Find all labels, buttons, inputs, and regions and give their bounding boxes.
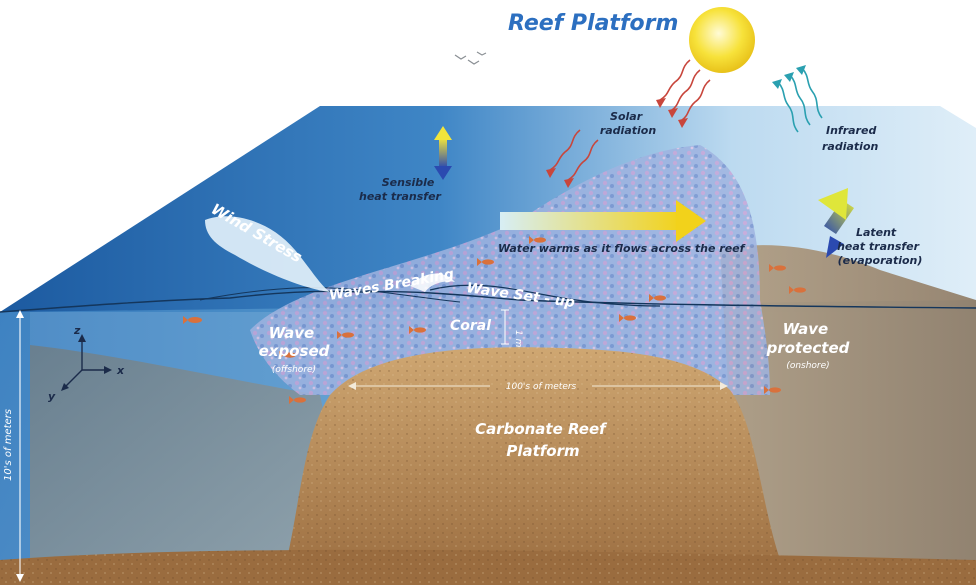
solar-radiation-arrowheads <box>546 98 688 188</box>
sensible-heat-line2: heat transfer <box>359 190 442 203</box>
carbonate-platform-label: Carbonate Reef Platform <box>475 420 611 460</box>
infrared-radiation-line2: radiation <box>822 140 879 153</box>
latent-heat-line3: (evaporation) <box>838 254 923 267</box>
wave-protected-label: Wave protected <box>766 320 850 357</box>
infrared-radiation-arrowheads <box>772 65 806 89</box>
axis-triad <box>61 334 112 391</box>
coral-label: Coral <box>450 318 491 334</box>
carbonate-platform-line1: Carbonate Reef <box>475 420 608 438</box>
width-dimension <box>348 382 728 390</box>
wave-exposed-line2: exposed <box>259 342 330 360</box>
solar-radiation-line1: Solar <box>610 110 643 123</box>
sensible-heat-line1: Sensible <box>382 176 435 189</box>
breaking-wave <box>205 216 330 292</box>
sun-icon <box>689 7 755 73</box>
solar-radiation-label: Solar radiation <box>600 110 657 137</box>
reef-slope-offshore <box>30 345 360 585</box>
latent-heat-line2: heat transfer <box>837 240 920 253</box>
wave-setup-line <box>429 284 661 307</box>
latent-heat-arrow <box>818 188 854 258</box>
reef-slope-onshore <box>720 245 976 585</box>
wave-protected-line2: protected <box>766 339 850 357</box>
infrared-radiation-line1: Infrared <box>826 124 876 137</box>
sensible-heat-arrow <box>434 126 452 180</box>
birds-icon <box>454 51 487 65</box>
wave-exposed-line1: Wave <box>269 324 315 342</box>
coral-zone <box>250 145 770 395</box>
diagram-title: Reef Platform <box>508 11 678 36</box>
infrared-radiation-arrows <box>777 67 823 133</box>
axis-z-label: z <box>73 324 81 337</box>
axis-y-label: y <box>48 390 56 403</box>
wave-protected-sub: (onshore) <box>786 361 829 371</box>
one-meter-label: 1 m <box>513 330 523 348</box>
sensible-heat-label: Sensible heat transfer <box>359 176 442 203</box>
solar-radiation-line2: radiation <box>600 124 657 137</box>
wave-exposed-sub: (offshore) <box>272 365 316 375</box>
solar-radiation-arrows <box>549 59 711 181</box>
infrared-radiation-label: Infrared radiation <box>822 124 880 153</box>
depth-1m-marker <box>501 309 509 345</box>
depth-dimension <box>16 310 24 582</box>
latent-heat-line1: Latent <box>856 226 897 239</box>
wave-exposed-label: Wave exposed <box>259 324 330 360</box>
hundreds-of-meters-label: 100's of meters <box>506 382 577 392</box>
water-surface-line <box>0 290 976 313</box>
latent-heat-label: Latent heat transfer (evaporation) <box>837 226 923 267</box>
axis-x-label: x <box>116 364 125 377</box>
water-warms-label: Water warms as it flows across the reef <box>498 242 746 255</box>
water-warms-arrow <box>500 200 706 242</box>
wave-protected-line1: Wave <box>783 320 829 338</box>
fish-icons <box>183 236 806 404</box>
carbonate-platform-line2: Platform <box>506 442 579 460</box>
tens-of-meters-label: 10's of meters <box>3 409 14 481</box>
